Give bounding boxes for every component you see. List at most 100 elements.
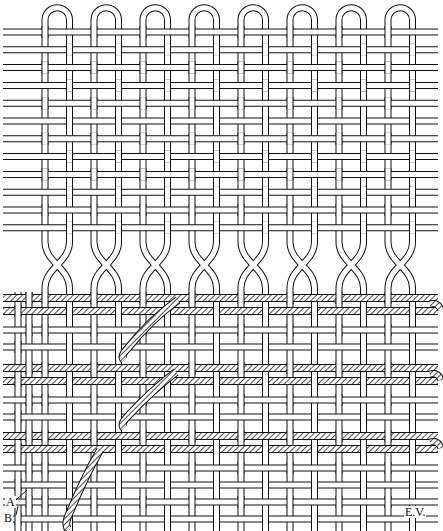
strand-outline: [140, 62, 147, 74]
strand-outline: [164, 341, 171, 353]
strand-outline: [262, 222, 269, 234]
strand-outline: [115, 151, 122, 163]
strand-outline: [26, 292, 33, 531]
strand-outline: [189, 26, 196, 38]
strand-outline: [140, 362, 147, 374]
cane-strand: [361, 186, 366, 198]
cane-strand: [263, 341, 268, 353]
cane-strand: [361, 375, 366, 387]
cane-strand: [312, 79, 317, 91]
strand-outline: [287, 430, 294, 442]
strand-outline: [385, 26, 392, 38]
strand-outline: [42, 26, 49, 38]
strand-outline: [189, 394, 196, 406]
cane-strand: [337, 62, 342, 74]
strand-outline: [336, 168, 343, 180]
strand-outline: [311, 44, 318, 56]
cane-strand: [116, 479, 121, 491]
cane-strand: [141, 168, 146, 180]
cane-strand: [288, 62, 293, 74]
cane-strand: [3, 136, 438, 141]
strand-outline: [311, 222, 318, 234]
cane-strand: [190, 97, 195, 109]
cane-strand: [239, 168, 244, 180]
cane-strand: [239, 97, 244, 109]
strand-outline: [42, 168, 49, 180]
strand-outline: [189, 204, 196, 216]
cane-strand: [263, 305, 268, 317]
cane-strand: [263, 44, 268, 56]
cane-strand: [190, 430, 195, 442]
strand-outline: [164, 115, 171, 127]
strand-outline: [91, 204, 98, 216]
strand-outline: [91, 168, 98, 180]
strand-outline: [385, 362, 392, 374]
twisted-strand: [430, 304, 441, 310]
strand-outline: [409, 443, 416, 455]
strand-outline: [385, 204, 392, 216]
cane-strand: [43, 430, 48, 442]
strand-outline: [140, 133, 147, 145]
strand-outline: [360, 79, 367, 91]
cane-strand: [190, 62, 195, 74]
leader-line: [16, 490, 27, 500]
cane-strand: [190, 292, 195, 304]
cane-strand: [43, 62, 48, 74]
strand-outline: [115, 79, 122, 91]
cane-strand: [361, 411, 366, 423]
twisted-strand: [430, 374, 441, 380]
strand-outline: [66, 151, 73, 163]
strand-outline: [409, 115, 416, 127]
cane-strand: [27, 362, 32, 374]
strand-outline: [409, 222, 416, 234]
cane-strand: [361, 479, 366, 491]
strand-outline: [311, 411, 318, 423]
cane-strand: [214, 443, 219, 455]
strand-outline: [42, 97, 49, 109]
strand-outline: [91, 133, 98, 145]
cane-strand: [92, 324, 97, 336]
cane-strand: [288, 97, 293, 109]
strand-outline: [42, 394, 49, 406]
strand-outline: [213, 411, 220, 423]
cane-strand: [92, 496, 97, 508]
cane-strand: [165, 186, 170, 198]
strand-outline: [140, 26, 147, 38]
strand-outline: [385, 292, 392, 304]
cane-strand: [116, 375, 121, 387]
strand-outline: [360, 186, 367, 198]
strand-outline: [238, 496, 245, 508]
strand-outline: [360, 341, 367, 353]
cane-strand: [16, 443, 21, 455]
strand-outline: [385, 496, 392, 508]
strand-outline: [91, 292, 98, 304]
strand-outline: [385, 462, 392, 474]
strand-outline: [360, 222, 367, 234]
cane-strand: [3, 30, 438, 35]
cane-strand: [361, 151, 366, 163]
strand-outline: [42, 362, 49, 374]
cane-strand: [239, 324, 244, 336]
strand-outline: [66, 44, 73, 56]
strand-outline: [385, 324, 392, 336]
cane-strand: [16, 305, 21, 317]
strand-outline: [3, 29, 438, 36]
strand-outline: [213, 375, 220, 387]
cane-strand: [67, 115, 72, 127]
cane-strand: [288, 430, 293, 442]
strand-outline: [311, 513, 318, 525]
cane-strand: [92, 97, 97, 109]
strand-outline: [262, 305, 269, 317]
strand-outline: [287, 394, 294, 406]
cane-strand: [165, 151, 170, 163]
strand-outline: [311, 305, 318, 317]
cane-strand: [361, 305, 366, 317]
strand-outline: [26, 292, 33, 304]
cane-strand: [67, 443, 72, 455]
cane-strand: [337, 26, 342, 38]
cane-strand: [214, 115, 219, 127]
leader-line: [16, 506, 18, 515]
strand-outline: [430, 442, 441, 448]
strand-outline: [189, 462, 196, 474]
cane-strand: [67, 151, 72, 163]
